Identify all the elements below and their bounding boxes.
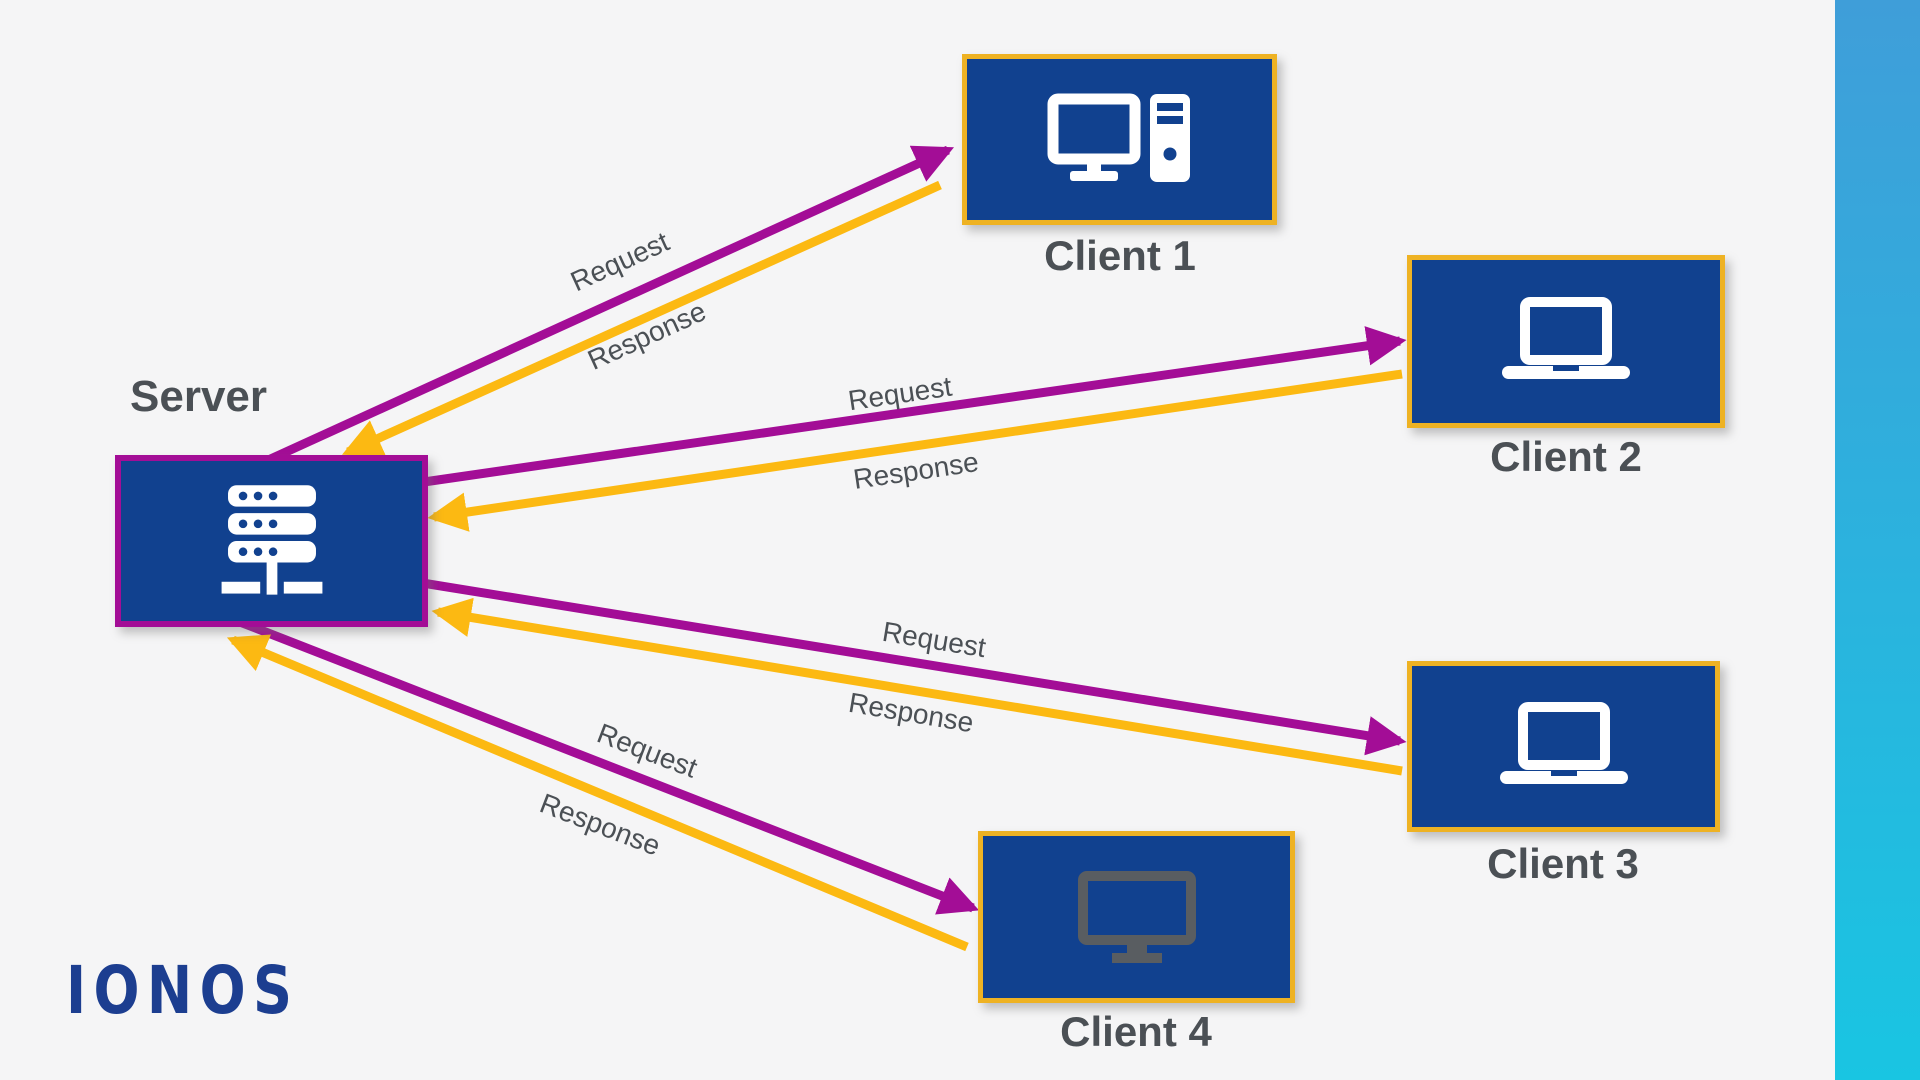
ionos-logo: IONOS — [66, 952, 300, 1029]
client4-box — [978, 831, 1295, 1003]
request-arrow-client4 — [238, 617, 980, 915]
response-arrow-client1 — [341, 180, 942, 457]
desktop-computer-icon — [1047, 93, 1190, 182]
request-arrow-client1 — [238, 145, 955, 478]
server-rack-icon — [221, 485, 322, 595]
client3-box — [1407, 661, 1720, 832]
server-label: Server — [130, 372, 268, 421]
client3-label: Client 3 — [1487, 840, 1639, 887]
accent-gradient-bar — [1835, 0, 1920, 1080]
request-arrow-client2 — [409, 326, 1407, 489]
server-box — [115, 455, 428, 627]
client1-box — [962, 54, 1277, 225]
laptop-icon — [1499, 701, 1628, 784]
response-arrow-client4 — [226, 634, 969, 952]
client2-box — [1407, 255, 1725, 428]
laptop-icon — [1502, 296, 1630, 379]
client1-label: Client 1 — [1044, 232, 1196, 279]
response-arrow-client3 — [431, 597, 1403, 776]
client4-label: Client 4 — [1060, 1008, 1212, 1055]
client2-label: Client 2 — [1490, 433, 1642, 480]
response-arrow-client2 — [427, 369, 1403, 532]
monitor-icon — [1077, 871, 1196, 963]
request-arrow-client3 — [409, 576, 1407, 756]
